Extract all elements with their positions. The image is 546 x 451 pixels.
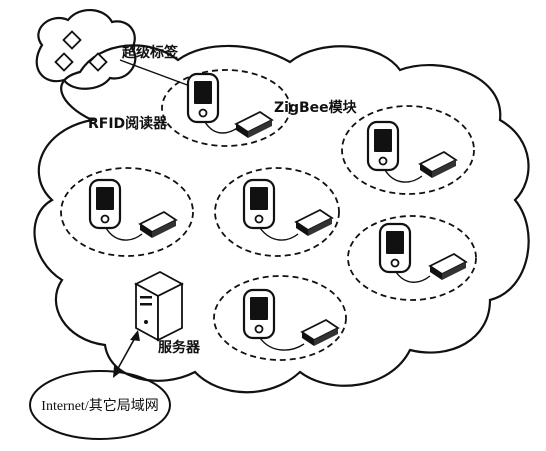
cluster-1 [161,69,291,147]
cluster-boundary [213,275,347,361]
cluster-5 [347,215,477,301]
server-internet-link [113,330,140,378]
zigbee-module-icon [139,211,177,239]
zigbee-module-icon [295,209,333,237]
server-tower-icon [134,270,184,342]
zigbee-module-label: ZigBee模块 [274,99,358,116]
internet-label: Internet/其它局域网 [41,397,158,414]
rfid-reader-icon [186,72,220,124]
cloud-icon [35,9,137,90]
super-tag-cloud [35,9,137,90]
zigbee-module-icon [301,319,339,347]
zigbee-module-icon [429,253,467,281]
diamond-tag-icon [54,52,74,72]
diamond-tag-icon [88,52,108,72]
rfid-reader-icon [88,178,122,230]
zigbee-module-icon [419,151,457,179]
cluster-6 [213,275,347,361]
cluster-boundary [60,167,194,257]
cluster-boundary [161,69,291,147]
rfid-reader-icon [366,120,400,172]
cluster-2 [341,105,475,195]
rfid-reader-icon [242,178,276,230]
diamond-tag-icon [62,30,82,50]
rfid-reader-label: RFID阅读器 [88,115,168,132]
internet-ellipse [29,370,171,440]
cluster-4 [214,167,340,257]
zigbee-module-icon [235,111,273,139]
cluster-boundary [347,215,477,301]
cluster-boundary [341,105,475,195]
network-cloud [33,44,530,394]
rfid-reader-icon [242,288,276,340]
rfid-reader-icon [378,222,412,274]
super-tag-label: 超级标签 [121,44,179,61]
cluster-boundary [214,167,340,257]
cluster-3 [60,167,194,257]
server-label: 服务器 [158,339,201,356]
